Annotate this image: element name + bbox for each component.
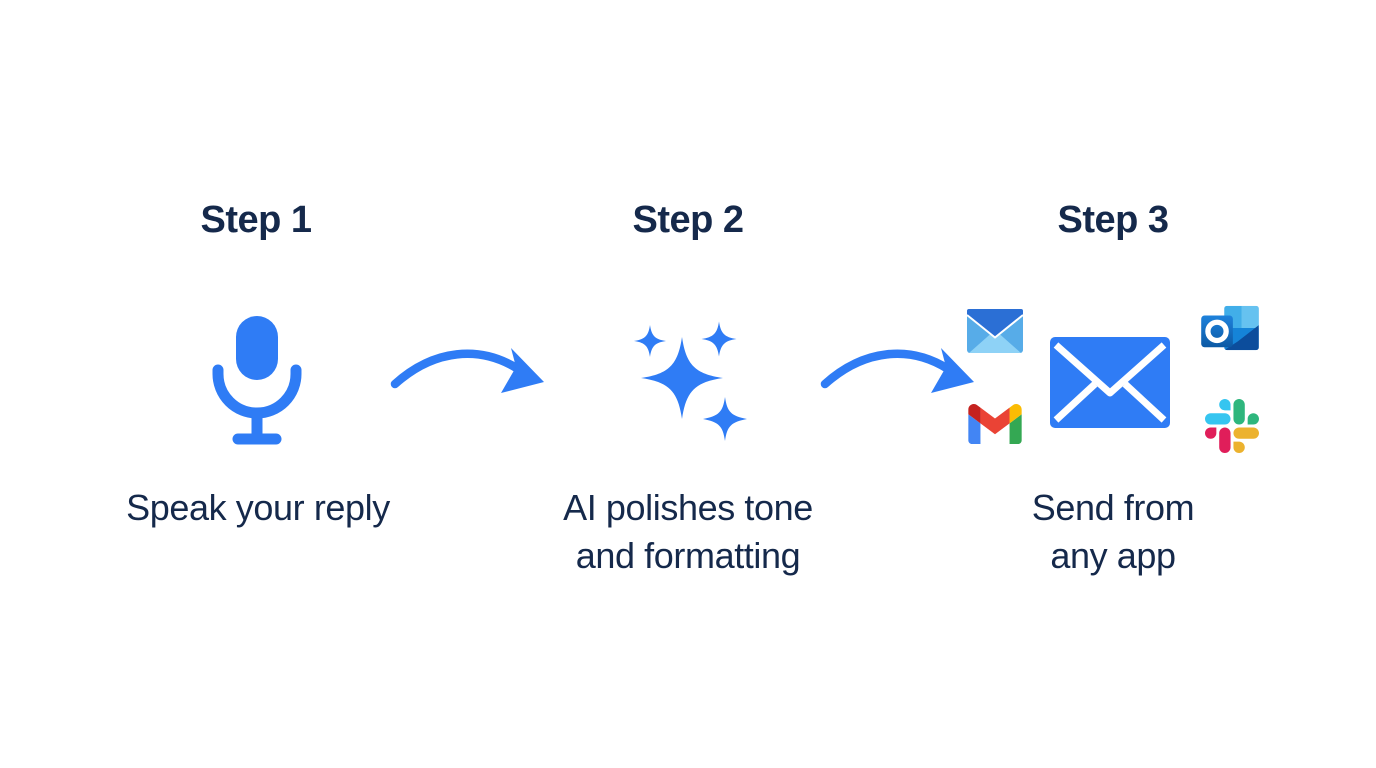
sparkles-icon xyxy=(634,321,747,441)
curved-arrow-icon-2 xyxy=(820,348,974,393)
step-1-title: Step 1 xyxy=(200,199,312,241)
step-2-caption: AI polishes tone and formatting xyxy=(516,484,860,580)
step-3-caption-line-1: Send from xyxy=(1031,487,1195,528)
step-3-title: Step 3 xyxy=(1057,199,1169,241)
outlook-icon xyxy=(1201,305,1259,351)
microphone-icon xyxy=(212,316,302,445)
curved-arrow-icon-1 xyxy=(390,348,544,393)
large-envelope-icon xyxy=(1050,337,1170,428)
step-3-caption-line-2: any app xyxy=(1050,535,1176,576)
step-3-caption: Send from any app xyxy=(941,484,1285,580)
step-2-caption-line-2: and formatting xyxy=(575,535,801,576)
step-1-caption-line-1: Speak your reply xyxy=(126,487,390,528)
gmail-icon xyxy=(968,404,1022,444)
step-1-caption: Speak your reply xyxy=(86,484,430,532)
step-2-title: Step 2 xyxy=(632,199,744,241)
step-2-caption-line-1: AI polishes tone xyxy=(563,487,813,528)
mail-envelope-icon xyxy=(967,309,1023,353)
slack-icon xyxy=(1205,399,1259,453)
